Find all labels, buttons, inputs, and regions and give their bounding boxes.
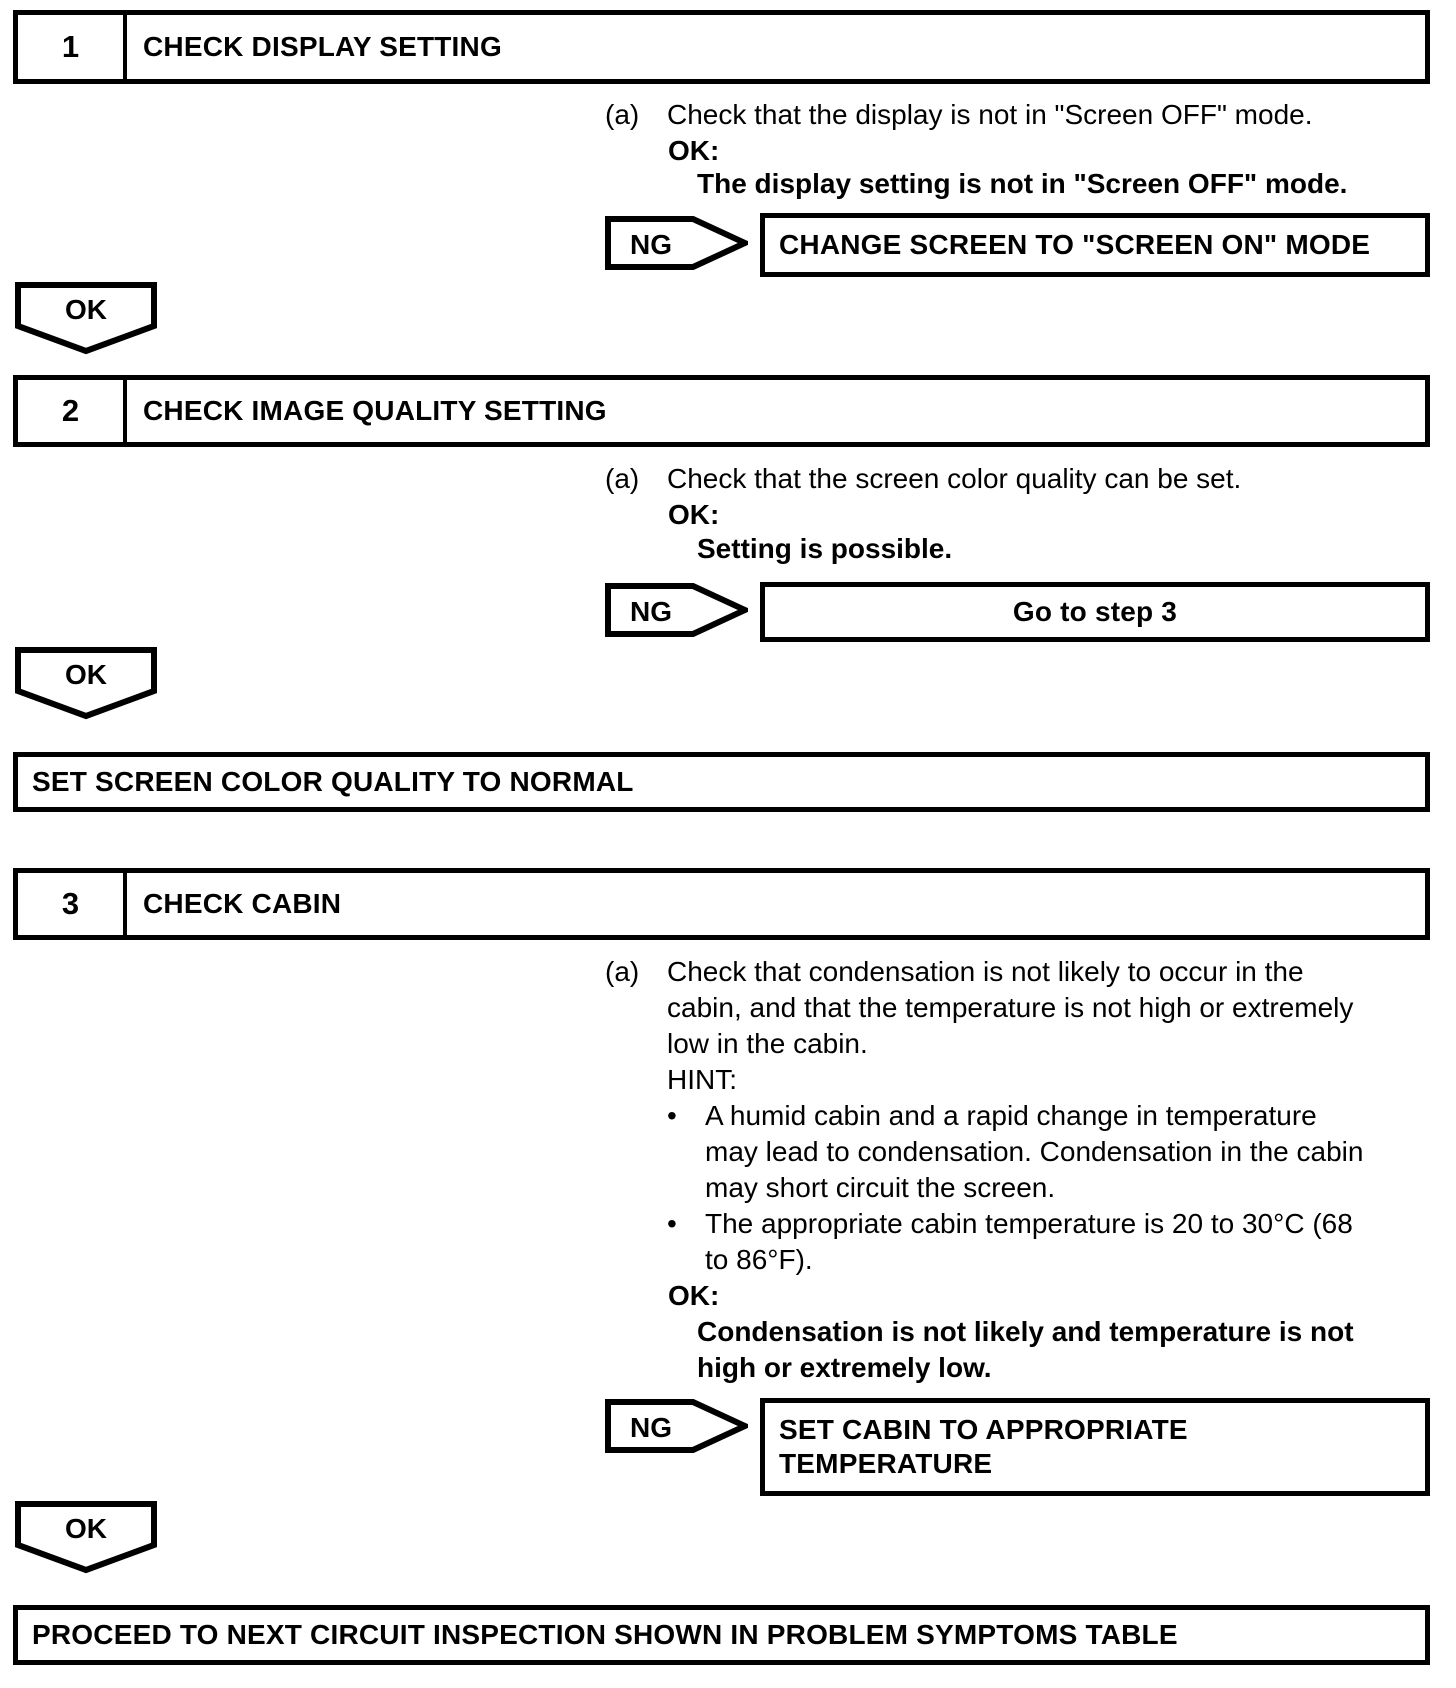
step1-title: CHECK DISPLAY SETTING bbox=[143, 31, 502, 62]
step3-number: 3 bbox=[18, 873, 127, 935]
step2-number: 2 bbox=[18, 380, 127, 442]
step2-ok-pentagon-icon: OK bbox=[15, 647, 157, 720]
step1-item-line: Check that the display is not in "Screen… bbox=[667, 99, 1313, 130]
step1-ng-action-box: CHANGE SCREEN TO "SCREEN ON" MODE bbox=[760, 213, 1430, 277]
step3-title: CHECK CABIN bbox=[143, 888, 342, 919]
bullet-icon: • bbox=[667, 1100, 677, 1131]
step3-hint-label: HINT: bbox=[667, 1064, 737, 1095]
step2-header-box: 2 CHECK IMAGE QUALITY SETTING bbox=[13, 375, 1430, 447]
step2-ng-action-box: Go to step 3 bbox=[760, 582, 1430, 642]
step3-item-line: low in the cabin. bbox=[667, 1028, 868, 1059]
step2-ok-line: Setting is possible. bbox=[697, 533, 953, 564]
step3-header-box: 3 CHECK CABIN bbox=[13, 868, 1430, 940]
step3-ok-label: OK bbox=[65, 1513, 107, 1544]
step1-header-box: 1 CHECK DISPLAY SETTING bbox=[13, 10, 1430, 84]
step1-ng-arrow-icon: NG bbox=[605, 216, 748, 270]
step2-title: CHECK IMAGE QUALITY SETTING bbox=[143, 395, 607, 426]
step3-hint1-line: may lead to condensation. Condensation i… bbox=[705, 1136, 1364, 1167]
step3-ok-pentagon-icon: OK bbox=[15, 1501, 157, 1574]
step1-ok-line: The display setting is not in "Screen OF… bbox=[697, 168, 1348, 199]
step2-ng-label: NG bbox=[630, 596, 672, 627]
step3-ng-label: NG bbox=[630, 1412, 672, 1443]
step3-ok-line: high or extremely low. bbox=[697, 1352, 992, 1383]
step1-ng-label: NG bbox=[630, 229, 672, 260]
bullet-icon: • bbox=[667, 1208, 677, 1239]
step1-ok-label: OK bbox=[65, 294, 107, 325]
step3-item-line: cabin, and that the temperature is not h… bbox=[667, 992, 1354, 1023]
step2-ng-arrow-icon: NG bbox=[605, 583, 748, 637]
step3-hint2-line: The appropriate cabin temperature is 20 … bbox=[705, 1208, 1353, 1239]
action-box-set-quality: SET SCREEN COLOR QUALITY TO NORMAL bbox=[13, 752, 1430, 812]
step2-item-marker: (a) bbox=[605, 463, 640, 494]
step3-ng-arrow-icon: NG bbox=[605, 1399, 748, 1453]
step1-ok-heading: OK: bbox=[668, 135, 720, 166]
action-box-proceed: PROCEED TO NEXT CIRCUIT INSPECTION SHOWN… bbox=[13, 1605, 1430, 1665]
step3-ng-action-line: TEMPERATURE bbox=[779, 1448, 993, 1479]
step3-hint1-line: A humid cabin and a rapid change in temp… bbox=[705, 1100, 1317, 1131]
step2-ok-heading: OK: bbox=[668, 499, 720, 530]
step3-item-line: Check that condensation is not likely to… bbox=[667, 956, 1304, 987]
step3-ng-action-line: SET CABIN TO APPROPRIATE bbox=[779, 1414, 1188, 1445]
step1-number: 1 bbox=[18, 15, 127, 79]
step2-ok-label: OK bbox=[65, 659, 107, 690]
step3-hint2-line: to 86°F). bbox=[705, 1244, 813, 1275]
step2-item-line: Check that the screen color quality can … bbox=[667, 463, 1242, 494]
step1-item-marker: (a) bbox=[605, 99, 640, 130]
step3-ok-heading: OK: bbox=[668, 1280, 720, 1311]
step3-hint1-line: may short circuit the screen. bbox=[705, 1172, 1056, 1203]
step1-ok-pentagon-icon: OK bbox=[15, 282, 157, 355]
step3-item-marker: (a) bbox=[605, 956, 640, 987]
step3-ng-action-box: SET CABIN TO APPROPRIATE TEMPERATURE bbox=[760, 1398, 1430, 1496]
step3-ok-line: Condensation is not likely and temperatu… bbox=[697, 1316, 1354, 1347]
